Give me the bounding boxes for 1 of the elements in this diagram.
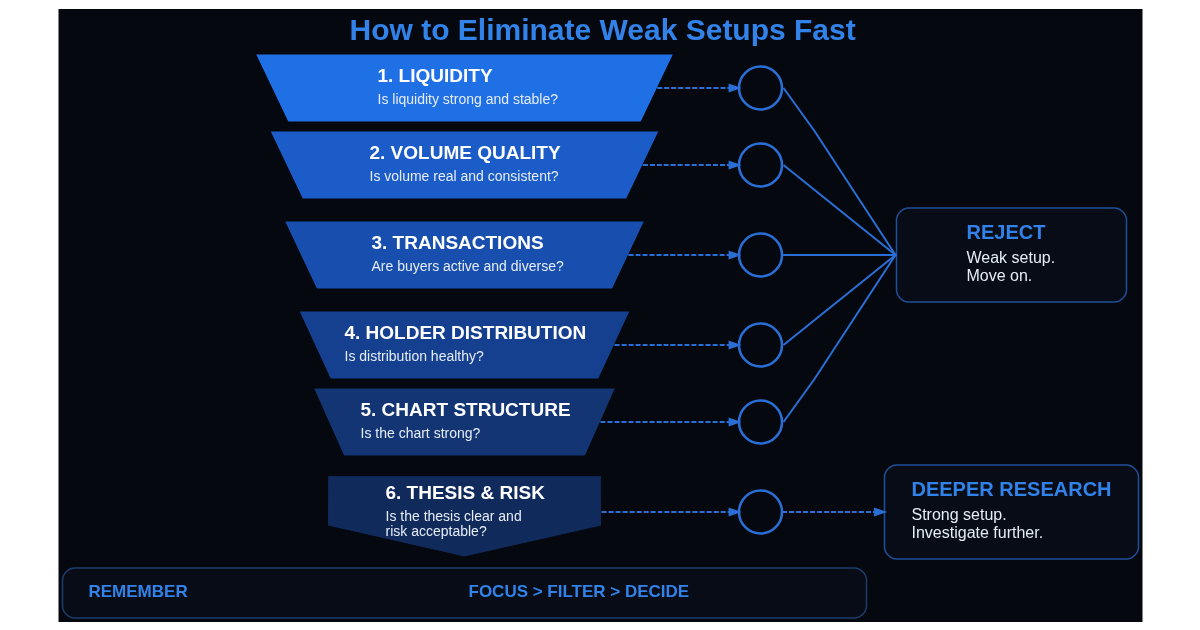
- diagram-title: How to Eliminate Weak Setups Fast: [349, 12, 856, 46]
